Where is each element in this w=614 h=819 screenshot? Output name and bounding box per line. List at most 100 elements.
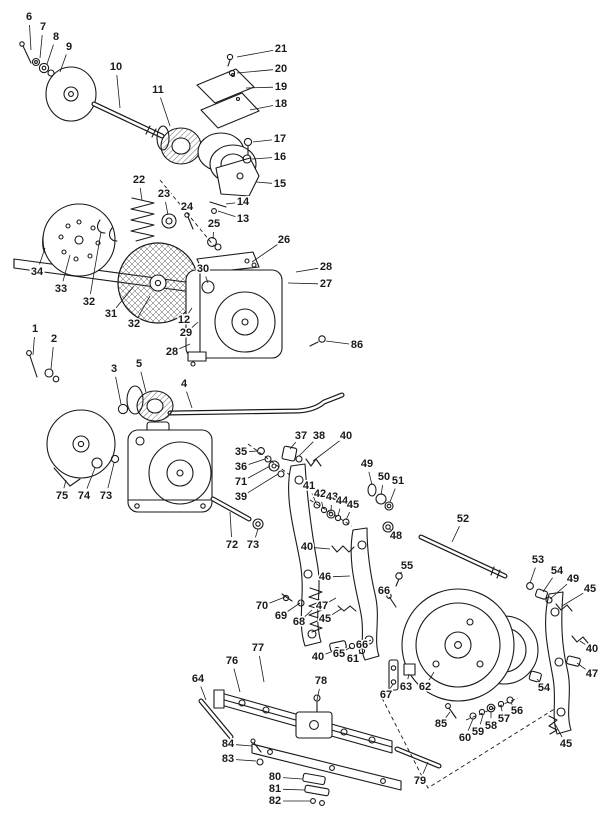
leader-line-60 <box>467 718 474 731</box>
leader-line-28 <box>295 267 319 273</box>
part-label-53: 53 <box>532 554 544 566</box>
leader-line-23 <box>165 201 169 216</box>
part-label-75: 75 <box>56 490 68 502</box>
leader-line-52 <box>451 526 460 543</box>
leader-line-40 <box>579 640 586 645</box>
leader-line-40 <box>314 547 331 550</box>
part-label-45: 45 <box>560 738 572 750</box>
part-label-47: 47 <box>316 600 328 612</box>
part-label-38: 38 <box>313 430 325 442</box>
leader-line-9 <box>59 54 67 73</box>
part-label-10: 10 <box>110 61 122 73</box>
part-label-14: 14 <box>237 196 250 208</box>
part-label-22: 22 <box>133 174 145 186</box>
leader-line-70 <box>269 596 286 604</box>
part-label-13: 13 <box>237 213 249 225</box>
part-label-65: 65 <box>333 648 345 660</box>
leader-line-47 <box>328 597 337 603</box>
part-label-11: 11 <box>152 84 164 96</box>
leader-line-31 <box>115 285 135 309</box>
torque-spring <box>308 587 323 633</box>
anchor-pin-set <box>445 696 519 721</box>
leader-line-39 <box>247 473 279 494</box>
pump-housing <box>185 251 326 367</box>
part-label-7: 7 <box>40 21 46 33</box>
leader-line-49 <box>549 583 568 600</box>
leader-line-37 <box>289 441 297 450</box>
leader-line-53 <box>529 567 536 584</box>
leader-line-14 <box>225 202 236 205</box>
brake-lever-left <box>288 463 322 647</box>
backing-plate <box>388 588 539 702</box>
pivot-parts <box>367 483 394 533</box>
part-label-30: 30 <box>197 263 209 275</box>
part-label-73: 73 <box>100 490 112 502</box>
part-label-69: 69 <box>275 610 287 622</box>
leader-line-44 <box>337 508 341 517</box>
leader-line-54 <box>542 577 553 593</box>
leader-line-86 <box>325 340 350 345</box>
shaft-fasteners-group <box>19 41 55 77</box>
part-label-2: 2 <box>51 333 57 345</box>
leader-line-7 <box>39 34 43 59</box>
part-label-68: 68 <box>293 616 305 628</box>
part-label-54: 54 <box>551 565 564 577</box>
part-label-6: 6 <box>26 11 32 23</box>
leader-line-64 <box>200 686 207 701</box>
small-spring-b <box>337 605 357 612</box>
leader-line-32 <box>90 231 102 295</box>
part-label-12: 12 <box>178 314 190 326</box>
leader-line-25 <box>212 231 214 240</box>
part-label-50: 50 <box>378 471 390 483</box>
leader-line-66 <box>368 639 372 642</box>
leader-line-17 <box>252 139 273 143</box>
part-label-25: 25 <box>208 218 220 230</box>
leader-line-65 <box>345 646 352 651</box>
part-label-24: 24 <box>181 201 194 213</box>
leader-line-40 <box>312 440 340 462</box>
brake-lever-far-right <box>545 591 572 735</box>
part-label-62: 62 <box>419 681 431 693</box>
part-label-32: 32 <box>128 318 140 330</box>
base-frame <box>213 689 402 791</box>
part-label-27: 27 <box>320 278 332 290</box>
part-label-19: 19 <box>275 81 287 93</box>
part-label-56: 56 <box>511 705 523 717</box>
part-label-49: 49 <box>361 458 373 470</box>
leader-line-19 <box>245 86 274 89</box>
leader-line-55 <box>399 571 403 575</box>
mounting-bracket <box>209 137 260 214</box>
leader-line-56 <box>510 702 513 705</box>
part-label-74: 74 <box>78 490 91 502</box>
leader-line-22 <box>139 187 143 201</box>
part-label-23: 23 <box>158 188 170 200</box>
leader-line-45 <box>561 592 584 607</box>
leader-line-28 <box>179 343 191 350</box>
part-label-63: 63 <box>400 681 412 693</box>
part-label-58: 58 <box>485 720 497 732</box>
leader-line-48 <box>389 528 392 531</box>
retainer-clips <box>96 219 118 242</box>
part-label-45: 45 <box>584 583 596 595</box>
part-label-73: 73 <box>247 539 259 551</box>
part-label-52: 52 <box>457 513 469 525</box>
part-label-21: 21 <box>275 43 287 55</box>
part-label-86: 86 <box>351 339 363 351</box>
leader-line-15 <box>255 181 273 184</box>
leader-line-38 <box>298 441 314 457</box>
leader-line-45 <box>331 608 342 616</box>
part-label-17: 17 <box>274 133 286 145</box>
leader-line-16 <box>251 157 273 160</box>
part-label-34: 34 <box>31 266 44 278</box>
part-label-5: 5 <box>136 358 142 370</box>
leader-line-61 <box>358 651 362 655</box>
part-label-31: 31 <box>105 308 117 320</box>
part-label-55: 55 <box>401 560 413 572</box>
leader-line-20 <box>236 69 274 74</box>
part-label-40: 40 <box>312 651 324 663</box>
fan-wheel <box>117 242 199 324</box>
leader-line-83 <box>235 759 257 762</box>
leader-line-49 <box>368 471 373 486</box>
frame-fasteners <box>250 738 330 806</box>
part-label-1: 1 <box>32 323 38 335</box>
